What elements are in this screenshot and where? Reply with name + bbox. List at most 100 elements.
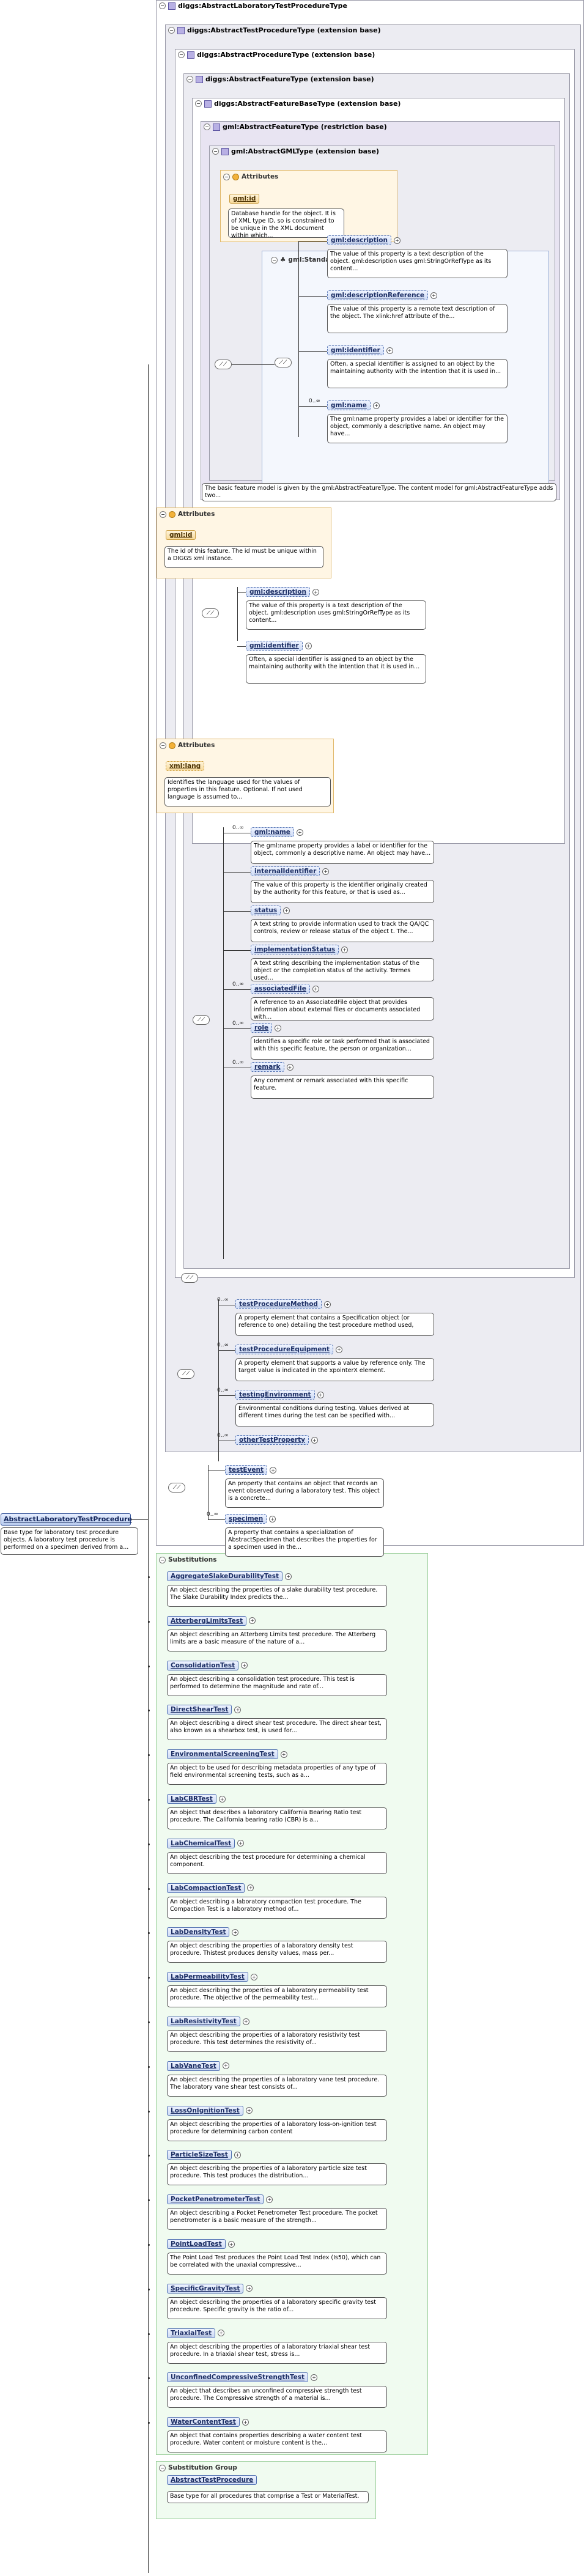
substitution-triaxialtest[interactable]: TriaxialTest+ — [167, 2328, 225, 2338]
expand-icon[interactable]: + — [280, 1751, 287, 1758]
element-gml-name[interactable]: gml:name+ — [251, 827, 303, 837]
collapse-toggle[interactable]: − — [159, 2, 166, 9]
collapse-toggle[interactable]: − — [186, 76, 193, 83]
collapse-toggle[interactable]: − — [212, 148, 219, 155]
expand-icon[interactable]: + — [312, 588, 319, 596]
collapse-toggle[interactable]: − — [223, 173, 230, 180]
substitution-pocketpenetrometertest[interactable]: PocketPenetrometerTest+ — [167, 2194, 273, 2205]
expand-icon[interactable]: + — [245, 2107, 253, 2114]
element-remark[interactable]: remark+ — [251, 1062, 294, 1072]
element-testproceduremethod[interactable]: testProcedureMethod+ — [235, 1299, 331, 1309]
expand-icon[interactable]: + — [222, 2062, 229, 2070]
frame-title: diggs:AbstractProcedureType (extension b… — [197, 51, 375, 59]
element-gml-description[interactable]: gml:description+ — [246, 587, 319, 597]
substitution-consolidationtest[interactable]: ConsolidationTest+ — [167, 1660, 248, 1670]
attr-doc: Identifies the language used for the val… — [164, 777, 331, 806]
element-role[interactable]: role+ — [251, 1023, 282, 1033]
expand-icon[interactable]: + — [249, 1617, 256, 1625]
substitution-unconfinedcompressivestrengthtest[interactable]: UnconfinedCompressiveStrengthTest+ — [167, 2372, 318, 2383]
collapse-toggle[interactable]: − — [168, 27, 175, 34]
element-gml-name[interactable]: gml:name+ — [327, 400, 380, 410]
substitution-labdensitytest[interactable]: LabDensityTest+ — [167, 1927, 239, 1938]
subgroup-element[interactable]: AbstractTestProcedure — [167, 2475, 257, 2485]
expand-icon[interactable]: + — [270, 1466, 277, 1474]
collapse-toggle[interactable]: − — [160, 511, 166, 518]
attr-gml-id[interactable]: gml:id — [166, 530, 196, 540]
substitution-environmentalscreeningtest[interactable]: EnvironmentalScreeningTest+ — [167, 1749, 287, 1760]
expand-icon[interactable]: + — [234, 2151, 241, 2158]
collapse-toggle[interactable]: − — [178, 51, 185, 58]
element-doc: A property element that contains a Speci… — [235, 1313, 434, 1336]
expand-icon[interactable]: + — [322, 868, 330, 875]
expand-icon[interactable]: + — [311, 2374, 318, 2381]
expand-icon[interactable]: + — [317, 1391, 324, 1398]
expand-icon[interactable]: + — [430, 292, 437, 299]
expand-icon[interactable]: + — [283, 907, 290, 914]
expand-icon[interactable]: + — [266, 2196, 273, 2203]
collapse-toggle[interactable]: − — [160, 742, 166, 749]
expand-icon[interactable]: + — [311, 1436, 318, 1444]
element-gml-identifier[interactable]: gml:identifier+ — [327, 345, 393, 355]
expand-icon[interactable]: + — [242, 2418, 249, 2426]
expand-icon[interactable]: + — [232, 1928, 239, 1936]
expand-icon[interactable]: + — [242, 2018, 249, 2025]
element-testevent[interactable]: testEvent+ — [225, 1465, 277, 1475]
substitution-aggregateslakedurabilitytest[interactable]: AggregateSlakeDurabilityTest+ — [167, 1571, 292, 1581]
bullet — [148, 2422, 150, 2424]
substitution-directsheartest[interactable]: DirectShearTest+ — [167, 1705, 242, 1715]
expand-icon[interactable]: + — [341, 946, 349, 953]
substitution-particlesizetest[interactable]: ParticleSizeTest+ — [167, 2150, 241, 2160]
substitution-watercontenttest[interactable]: WaterContentTest+ — [167, 2417, 249, 2427]
expand-icon[interactable]: + — [241, 1662, 248, 1669]
attr-gml-id[interactable]: gml:id — [229, 194, 260, 204]
expand-icon[interactable]: + — [285, 1573, 292, 1580]
substitution-labcompactiontest[interactable]: LabCompactionTest+ — [167, 1883, 254, 1893]
element-status[interactable]: status+ — [251, 906, 290, 915]
element-gml-descriptionreference[interactable]: gml:descriptionReference+ — [327, 290, 437, 300]
substitution-pointloadtest[interactable]: PointLoadTest+ — [167, 2239, 235, 2249]
collapse-toggle[interactable]: − — [159, 1556, 166, 1563]
expand-icon[interactable]: + — [312, 985, 319, 992]
expand-icon[interactable]: + — [237, 1840, 245, 1847]
element-testingenvironment[interactable]: testingEnvironment+ — [235, 1390, 324, 1400]
collapse-toggle[interactable]: − — [159, 2464, 166, 2471]
expand-icon[interactable]: + — [296, 829, 303, 836]
substitution-labresistivitytest[interactable]: LabResistivityTest+ — [167, 2017, 249, 2026]
substitution-labpermeabilitytest[interactable]: LabPermeabilityTest+ — [167, 1972, 257, 1982]
collapse-toggle[interactable]: − — [271, 256, 278, 264]
element-gml-description[interactable]: gml:description+ — [327, 235, 401, 245]
substitution-labcbrtest[interactable]: LabCBRTest+ — [167, 1794, 226, 1804]
element-internalidentifier[interactable]: internalIdentifier+ — [251, 866, 330, 876]
expand-icon[interactable]: + — [247, 1884, 254, 1892]
collapse-toggle[interactable]: − — [204, 124, 210, 130]
substitution-specificgravitytest[interactable]: SpecificGravityTest+ — [167, 2283, 253, 2294]
element-associatedfile[interactable]: associatedFile+ — [251, 984, 319, 994]
expand-icon[interactable]: + — [335, 1346, 342, 1353]
expand-icon[interactable]: + — [286, 1063, 294, 1071]
substitution-atterberglimitstest[interactable]: AtterbergLimitsTest+ — [167, 1615, 256, 1626]
collapse-toggle[interactable]: − — [195, 100, 202, 107]
expand-icon[interactable]: + — [227, 2240, 235, 2248]
expand-icon[interactable]: + — [269, 1515, 276, 1522]
element-gml-identifier[interactable]: gml:identifier+ — [246, 641, 312, 651]
element-testprocedureequipment[interactable]: testProcedureEquipment+ — [235, 1345, 342, 1354]
expand-icon[interactable]: + — [372, 402, 380, 409]
element-implementationstatus[interactable]: implementationStatus+ — [251, 945, 349, 954]
attr-xml-lang[interactable]: xml:lang — [166, 761, 205, 771]
expand-icon[interactable]: + — [234, 1706, 242, 1713]
expand-icon[interactable]: + — [305, 642, 312, 649]
expand-icon[interactable]: + — [393, 237, 401, 244]
expand-icon[interactable]: + — [246, 2285, 253, 2292]
root-element[interactable]: AbstractLaboratoryTestProcedure — [1, 1513, 132, 1526]
expand-icon[interactable]: + — [386, 347, 393, 354]
substitution-labchemicaltest[interactable]: LabChemicalTest+ — [167, 1838, 245, 1848]
element-specimen[interactable]: specimen+ — [225, 1514, 276, 1524]
substitution-labvanetest[interactable]: LabVaneTest+ — [167, 2061, 229, 2071]
expand-icon[interactable]: + — [218, 1795, 226, 1803]
expand-icon[interactable]: + — [323, 1301, 331, 1308]
element-othertestproperty[interactable]: otherTestProperty+ — [235, 1435, 318, 1445]
expand-icon[interactable]: + — [250, 1973, 257, 1980]
expand-icon[interactable]: + — [218, 2330, 225, 2337]
expand-icon[interactable]: + — [275, 1024, 282, 1032]
substitution-lossonignitiontest[interactable]: LossOnIgnitionTest+ — [167, 2105, 253, 2116]
